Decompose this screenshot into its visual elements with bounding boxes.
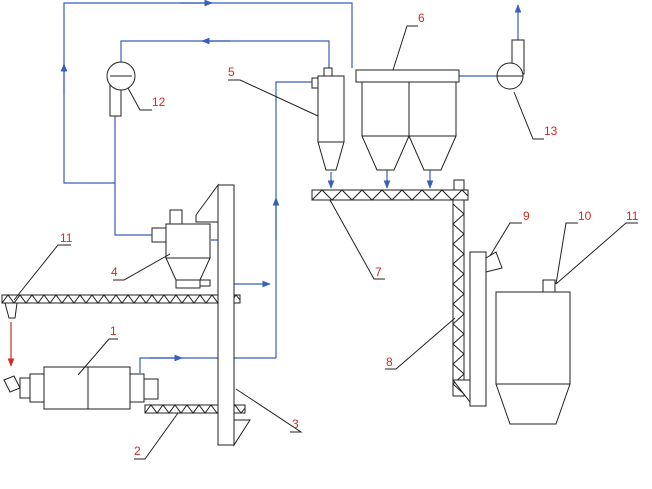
label-8: 8 (386, 355, 393, 369)
bucket-elevator-8 (451, 199, 503, 407)
label-11-left: 11 (60, 231, 73, 245)
label-9: 9 (523, 209, 530, 223)
label-1: 1 (110, 324, 117, 338)
cyclone-5 (311, 67, 345, 171)
label-3: 3 (292, 417, 299, 431)
bucket-elevator-3 (195, 183, 251, 447)
flow-lines (7, 0, 522, 373)
fan-12 (106, 61, 136, 117)
bag-dust-collector-6 (355, 69, 460, 171)
label-10: 10 (578, 209, 592, 223)
label-13: 13 (544, 124, 558, 138)
flow-outer-loop (63, 2, 353, 184)
label-7: 7 (375, 265, 382, 279)
screw-conveyor-7 (311, 179, 469, 201)
flow-mill-outlet (139, 357, 276, 373)
number-labels: 1 2 3 4 5 6 7 8 9 10 11 11 12 13 (60, 11, 639, 458)
exhaust-fan-13 (496, 39, 525, 90)
label-2: 2 (134, 444, 141, 458)
separator-4 (151, 209, 211, 289)
label-6: 6 (418, 11, 425, 25)
ball-mill (3, 366, 159, 410)
label-12: 12 (152, 95, 166, 109)
flow-riser (275, 81, 313, 358)
label-5: 5 (228, 65, 235, 79)
label-11-right: 11 (626, 209, 639, 223)
flow-fan12-to-separator (114, 115, 152, 236)
feed-screw-conveyor (1, 294, 241, 319)
flow-fan12-loop (120, 40, 330, 70)
label-4: 4 (111, 265, 118, 279)
silo-10 (495, 279, 571, 425)
leader-lines (13, 25, 638, 460)
